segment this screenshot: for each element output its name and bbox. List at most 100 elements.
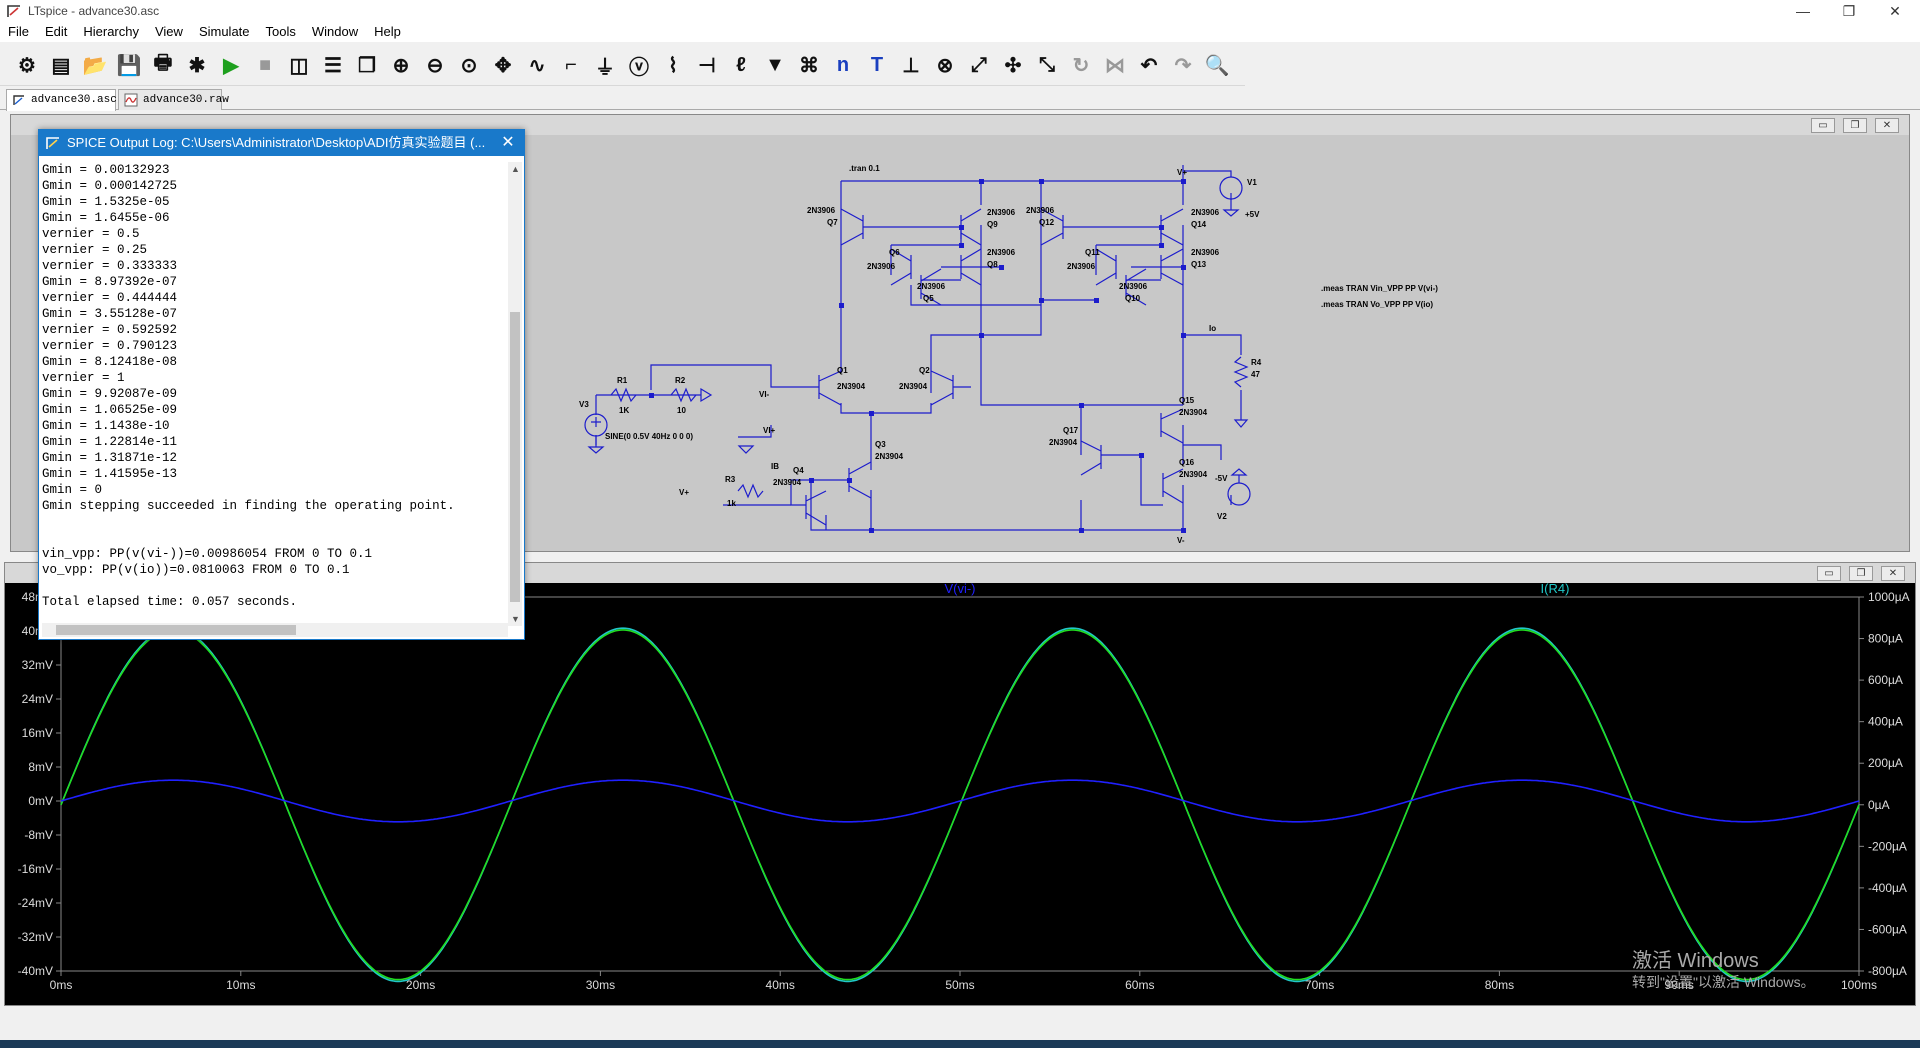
ltspice-app-icon [7,5,20,17]
schematic-icon [13,95,24,105]
svg-text:2N3904: 2N3904 [837,382,866,391]
svg-text:Io: Io [1209,324,1216,333]
document-tab-bar: advance30.asc advance30.raw [0,86,1920,111]
spice-directive-icon[interactable]: ⊥ [902,54,920,77]
svg-text:2N3904: 2N3904 [899,382,928,391]
y-right-tick-label: 800µA [1868,632,1903,646]
minimize-button[interactable]: — [1796,3,1810,19]
undo-icon[interactable]: ↶ [1140,54,1158,77]
resistor-icon[interactable]: ⌇ [668,54,678,77]
source-symbols [584,176,1251,506]
halt-icon[interactable]: ■ [258,53,272,76]
tile-vertical-icon[interactable]: ◫ [289,54,309,77]
waveform-icon[interactable]: ∿ [528,54,546,77]
tile-horizontal-icon[interactable]: ☰ [324,54,342,77]
svg-text:R4: R4 [1251,358,1262,367]
redo-icon[interactable]: ↷ [1174,54,1192,77]
rotate-icon[interactable]: ↻ [1072,54,1090,77]
svg-text:Q6: Q6 [889,248,900,257]
menu-edit[interactable]: Edit [44,24,68,39]
close-window-button[interactable]: ✕ [1889,2,1901,19]
capacitor-icon[interactable]: ⊣ [698,54,716,77]
save-icon[interactable]: 💾 [116,54,142,77]
activation-watermark-text: 转到"设置"以激活 Windows。 [1632,974,1815,990]
scroll-thumb[interactable] [56,625,296,635]
text-icon[interactable]: T [870,53,884,76]
pan-icon[interactable]: ✥ [494,54,512,77]
netlist-icon[interactable]: ✱ [188,54,206,77]
print-icon[interactable]: 🖶 [153,52,173,74]
window-titlebar: LTspice - advance30.asc — ❐ ✕ [0,0,1920,22]
menu-simulate[interactable]: Simulate [198,24,250,39]
svg-text:V+: V+ [1177,168,1187,177]
tab-waveform[interactable]: advance30.raw [118,89,229,110]
log-vertical-scrollbar[interactable]: ▲ ▼ [508,162,522,626]
x-tick-label: 60ms [1125,978,1154,992]
waveform-close-button[interactable]: ✕ [1881,566,1905,581]
menu-window[interactable]: Window [311,24,359,39]
log-line [42,530,508,546]
svg-text:Q8: Q8 [987,260,998,269]
menu-file[interactable]: File [8,24,29,39]
schematic-canvas[interactable]: .tran 0.1 .meas TRAN Vin_VPP PP V(vi-) .… [11,135,1909,551]
log-line: vin_vpp: PP(v(vi-))=0.00986054 FROM 0 TO… [42,547,373,561]
svg-text:2N3904: 2N3904 [1179,470,1208,479]
open-icon[interactable]: 📂 [82,54,108,77]
restore-button[interactable]: ❐ [1842,2,1856,19]
move-icon[interactable]: ✣ [1004,54,1022,77]
ground-icon[interactable]: ⏚ [595,56,615,79]
menu-view[interactable]: View [154,24,183,39]
scroll-thumb[interactable] [510,312,520,602]
log-line: Gmin = 1.41595e-13 [42,467,178,481]
menu-hierarchy[interactable]: Hierarchy [83,24,139,39]
mirror-icon[interactable]: ⋈ [1105,54,1125,77]
status-bar [0,1008,1920,1040]
delete-icon[interactable]: ⊗ [936,54,954,77]
log-line: Gmin stepping succeeded in finding the o… [42,499,455,513]
svg-text:Q9: Q9 [987,220,998,229]
drag-icon[interactable]: ⤡ [1039,53,1055,76]
waveform-restore-button[interactable]: ❐ [1849,566,1873,581]
draw-wire-icon[interactable]: ⌐ [565,53,577,76]
waveform-minimize-button[interactable]: ▭ [1817,566,1841,581]
x-tick-label: 20ms [406,978,435,992]
svg-text:Q7: Q7 [827,218,838,227]
menu-tools[interactable]: Tools [265,24,296,39]
label-net-icon[interactable]: n [836,53,850,76]
log-line: Gmin = 0 [42,483,103,497]
zoom-in-icon[interactable]: ⊕ [392,54,410,77]
find-icon[interactable]: 🔍 [1204,54,1230,77]
zoom-fit-icon[interactable]: ⊙ [460,54,478,77]
duplicate-icon[interactable]: ⤢ [971,53,987,76]
zoom-out-icon[interactable]: ⊖ [426,54,444,77]
inductor-icon[interactable]: ℓ [736,53,746,76]
menu-help[interactable]: Help [374,24,401,39]
window-title: LTspice - advance30.asc [28,4,160,18]
control-panel-icon[interactable]: ⚙ [18,54,36,77]
cascade-icon[interactable]: ❐ [358,54,376,77]
svg-text:R2: R2 [675,376,686,385]
component-icon[interactable]: ⌘ [799,54,819,77]
diode-icon[interactable]: ▼ [765,53,785,76]
legend-ir4: I(R4) [1541,583,1570,596]
scroll-down-icon[interactable]: ▼ [511,614,520,624]
log-horizontal-scrollbar[interactable] [42,623,508,637]
y-right-tick-label: 200µA [1868,756,1903,770]
x-tick-label: 0ms [50,978,73,992]
schematic-restore-button[interactable]: ❐ [1843,118,1867,133]
resistor-symbols [610,356,1249,499]
log-titlebar[interactable]: SPICE Output Log: C:\Users\Administrator… [39,130,524,156]
scroll-up-icon[interactable]: ▲ [511,164,520,174]
new-schematic-icon[interactable]: ▤ [51,54,71,77]
run-icon[interactable]: ▶ [223,54,239,77]
schematic-close-button[interactable]: ✕ [1875,118,1899,133]
tab-schematic[interactable]: advance30.asc [6,89,117,111]
schematic-minimize-button[interactable]: ▭ [1811,118,1835,133]
voltage-source-icon[interactable]: ⓥ [629,56,649,79]
log-title: SPICE Output Log: C:\Users\Administrator… [67,135,486,150]
menu-bar: File Edit Hierarchy View Simulate Tools … [0,22,1920,42]
log-close-button[interactable]: ✕ [498,130,518,156]
svg-text:1k: 1k [727,499,736,508]
